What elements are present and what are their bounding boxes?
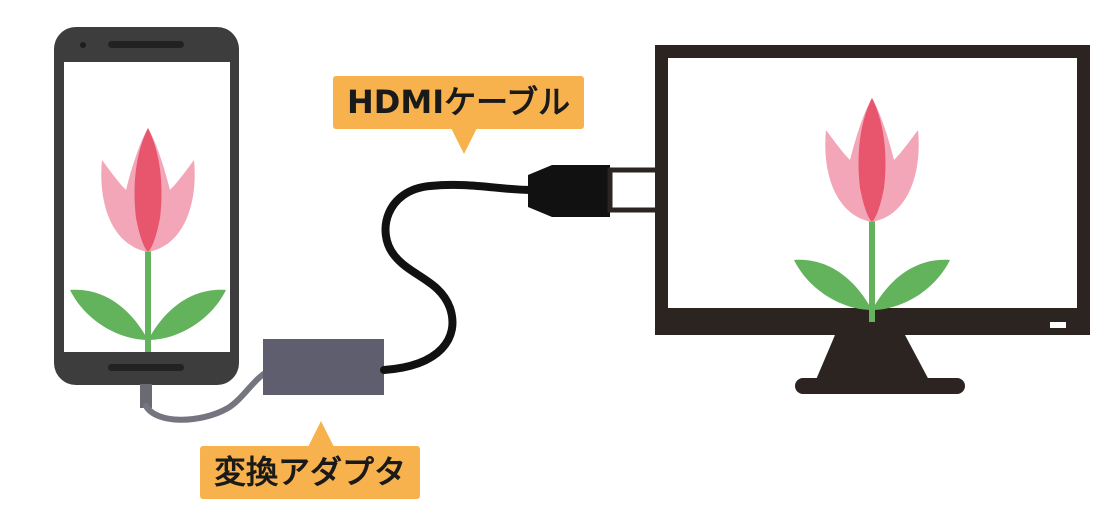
adapter-icon bbox=[263, 339, 384, 395]
hdmi-cable-icon bbox=[380, 165, 661, 374]
smartphone-icon bbox=[54, 27, 239, 385]
monitor-icon bbox=[655, 45, 1090, 394]
adapter-label: 変換アダプタ bbox=[200, 421, 421, 499]
hdmi-cable-label: HDMIケーブル bbox=[333, 76, 585, 154]
usb-cable-icon bbox=[140, 367, 273, 423]
